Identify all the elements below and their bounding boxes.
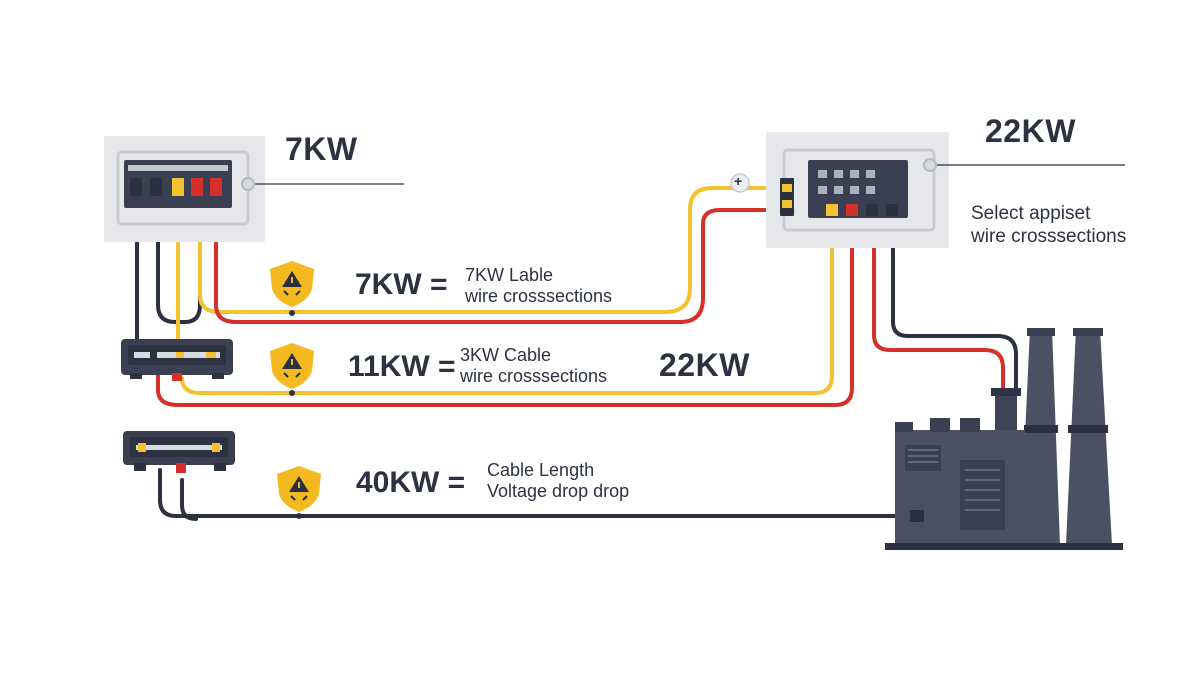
wire-yellow-row1 <box>198 186 792 314</box>
plus-sign: + <box>734 173 743 189</box>
warning-shield-icon <box>277 466 321 512</box>
wire-red-factory <box>872 213 1005 392</box>
row1-description: 7KW Lable wire crosssections <box>465 265 612 307</box>
right-panel-power-label: 22KW <box>985 113 1076 149</box>
wire-yellow-row2 <box>180 210 834 395</box>
row2-description-line1: 3KW Cable <box>460 345 552 365</box>
wire-dark-row3-a <box>158 468 912 518</box>
junction-box-icon <box>123 431 235 473</box>
factory-icon <box>885 328 1123 550</box>
right-panel-note-line1: Select appiset <box>971 203 1091 224</box>
row2-description-line2: wire crosssections <box>460 366 608 386</box>
row3-description: Cable Length Voltage drop drop <box>487 460 629 502</box>
wires <box>135 186 1018 521</box>
row2-description: 3KW Cable wire crosssections <box>460 345 607 387</box>
row2-extra-power-label: 22KW <box>659 347 750 383</box>
wire-red-row2 <box>156 210 854 407</box>
row1-description-line1: 7KW Lable <box>465 265 554 285</box>
junction-box-icon <box>121 339 233 381</box>
row2-power-label: 11KW = <box>348 350 456 383</box>
row3-description-line2: Voltage drop drop <box>487 481 630 501</box>
row1-power-label: 7KW = <box>355 268 448 301</box>
breaker-panel-right <box>730 132 1125 248</box>
warning-shield-icon <box>270 261 314 307</box>
wire-dark-row3-b <box>180 478 198 521</box>
right-panel-note-line2: wire crosssections <box>971 226 1127 247</box>
row3-description-line1: Cable Length <box>487 460 595 480</box>
breaker-panel-left <box>104 136 404 242</box>
wire-dark-factory <box>891 213 1018 392</box>
wire-red-row1 <box>214 198 792 324</box>
warning-shield-icon <box>270 343 314 389</box>
row1-description-line2: wire crosssections <box>465 286 613 306</box>
row3-power-label: 40KW = <box>356 466 466 499</box>
right-panel-note: Select appiset wire crosssections <box>971 202 1126 248</box>
left-panel-power-label: 7KW <box>285 131 358 167</box>
